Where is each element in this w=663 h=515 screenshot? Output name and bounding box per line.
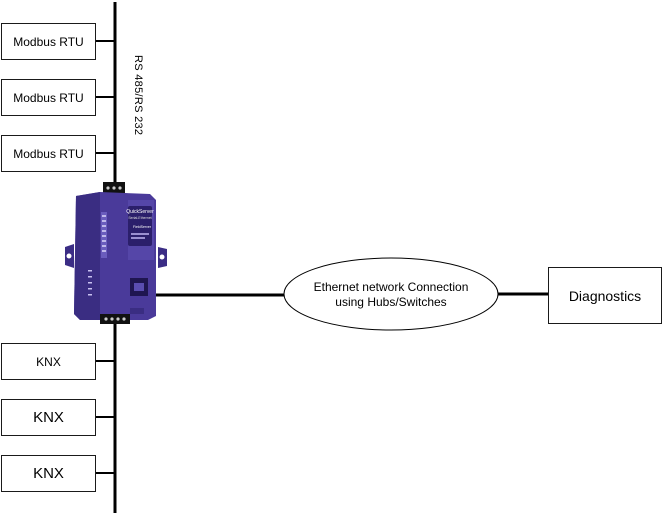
modbus-rtu-label: Modbus RTU: [13, 34, 84, 49]
diagnostics-label: Diagnostics: [568, 287, 642, 304]
knx-label: KNX: [36, 354, 61, 369]
modbus-rtu-box: Modbus RTU: [1, 135, 96, 172]
network-label-line1: Ethernet network Connection: [313, 280, 469, 294]
status-leds: [88, 270, 92, 296]
knx-label: KNX: [33, 409, 64, 426]
network-label: Ethernet network Connection using Hubs/S…: [286, 280, 496, 310]
serial-bus-label: RS 485/RS 232: [132, 55, 144, 136]
modbus-rtu-box: Modbus RTU: [1, 79, 96, 116]
knx-device-box: KNX: [1, 399, 96, 436]
network-ellipse: [283, 257, 499, 331]
knx-device-box: KNX: [1, 343, 96, 380]
diagnostics-box: Diagnostics: [548, 267, 662, 324]
knx-device-box: KNX: [1, 455, 96, 492]
modbus-rtu-box: Modbus RTU: [1, 23, 96, 60]
network-label-line2: using Hubs/Switches: [335, 295, 447, 309]
modbus-rtu-label: Modbus RTU: [13, 146, 84, 161]
svg-text:Serial-Ethernet: Serial-Ethernet: [128, 216, 151, 220]
svg-text:FieldServer: FieldServer: [133, 225, 152, 229]
modbus-rtu-label: Modbus RTU: [13, 90, 84, 105]
label-plate: [128, 206, 152, 246]
svg-text:QuickServer: QuickServer: [126, 209, 154, 215]
bottom-connector: [100, 314, 130, 324]
knx-label: KNX: [33, 465, 64, 482]
quickserver-gateway: QuickServer Serial-Ethernet FieldServer: [65, 182, 167, 324]
